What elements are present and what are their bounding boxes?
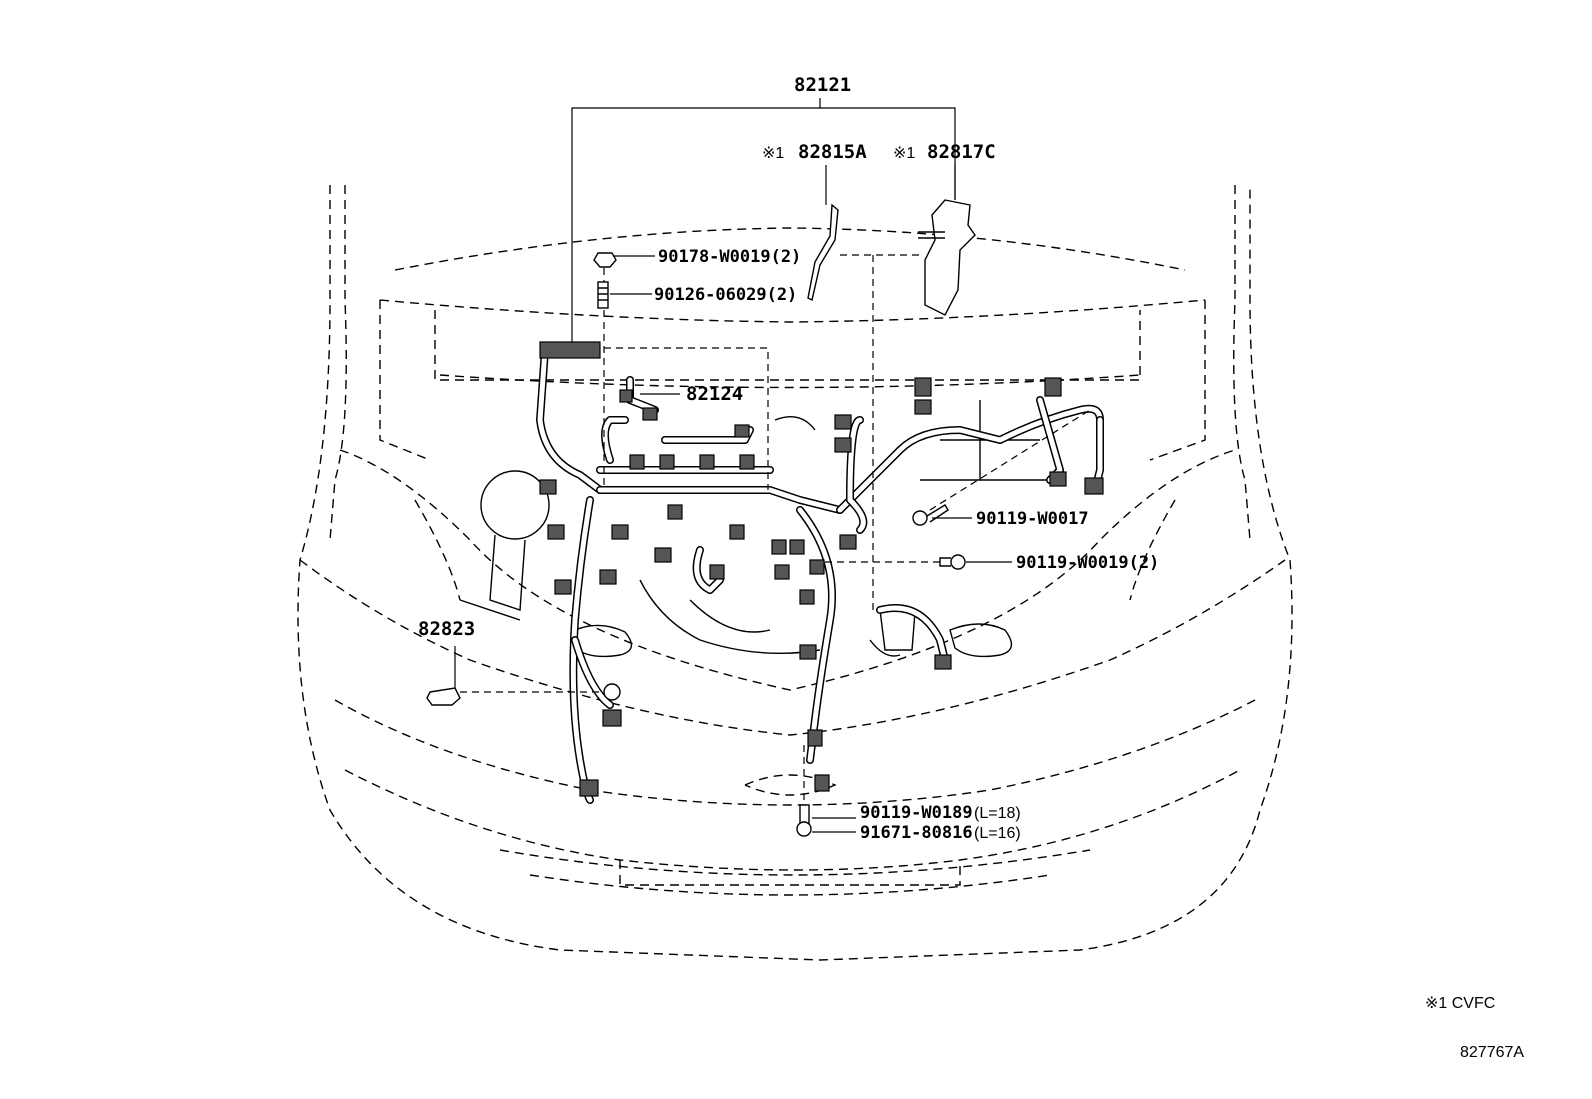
fastener-parts (426, 199, 976, 837)
label-82823: 82823 (418, 618, 475, 640)
bracket-82817c (924, 199, 976, 316)
label-82121: 82121 (794, 74, 851, 96)
clamp-82823 (426, 687, 461, 706)
label-90126: 90126-06029(2) (654, 285, 797, 305)
label-82124: 82124 (686, 383, 743, 405)
harness-connectors (539, 341, 1104, 797)
stud-90126 (597, 281, 609, 309)
label-mark-c: ※1 (893, 145, 915, 162)
bolt-90119-w0017 (912, 504, 949, 526)
label-mark-a: ※1 (762, 145, 784, 162)
connector-block (539, 341, 601, 359)
main-wire-harness (536, 346, 1104, 804)
label-l16: (L=16) (974, 825, 1021, 842)
figure-code: 827767A (1460, 1044, 1524, 1061)
bracket-82815a (807, 203, 839, 302)
label-90119-w0017: 90119-W0017 (976, 509, 1089, 529)
label-90119-w0189: 90119-W0189 (860, 803, 973, 823)
label-90178: 90178-W0019(2) (658, 247, 801, 267)
reservoir-cap (480, 470, 550, 540)
footnote: ※1 CVFC (1425, 995, 1495, 1012)
bolt-bottom (796, 804, 812, 837)
label-82817c: 82817C (927, 141, 996, 163)
part-labels: 82121 ※1 82815A ※1 82817C 90178-W0019(2)… (418, 74, 1524, 1061)
label-l18: (L=18) (974, 805, 1021, 822)
vehicle-body-outline (297, 185, 1293, 961)
label-82815a: 82815A (798, 141, 867, 163)
label-90119-w0019: 90119-W0019(2) (1016, 553, 1159, 573)
label-91671-80816: 91671-80816 (860, 823, 973, 843)
leader-lines (454, 98, 1091, 833)
nut-90178 (593, 252, 617, 268)
bolt-90119-w0019 (939, 554, 966, 570)
